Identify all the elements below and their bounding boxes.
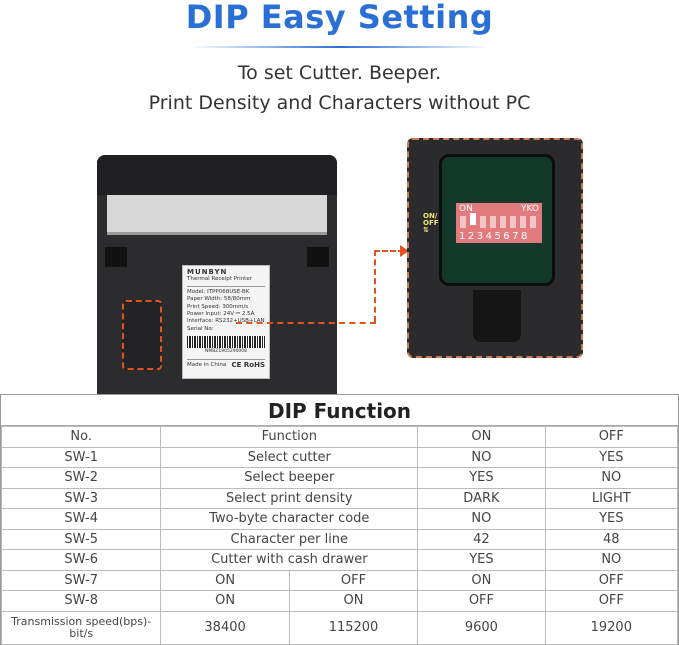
table-cell: NO [417, 508, 546, 530]
table-cell: Character per line [160, 528, 419, 550]
door-tab [473, 290, 521, 342]
switch-8 [530, 216, 536, 228]
page-title: DIP Easy Setting [185, 0, 494, 36]
connector-line [236, 322, 376, 324]
label-line: Interface: RS232+USB+LAN [187, 318, 265, 325]
table-cell: Select cutter [160, 446, 419, 468]
table-cell: YES [544, 446, 679, 468]
table-cell: 115200 [288, 610, 419, 645]
subtitle-line-2: Print Density and Characters without PC [148, 92, 531, 114]
table-cell: YES [544, 508, 679, 530]
connector-line [374, 250, 404, 252]
dip-on-label: ON [459, 204, 473, 214]
table-cell: YES [417, 549, 546, 571]
arrow-icon [400, 245, 409, 257]
label-serial: NMBZ1905290008 [204, 349, 248, 355]
table-header-row: No. Function ON OFF [0, 426, 679, 448]
table-cell: OFF [544, 590, 679, 612]
switch-1 [460, 216, 466, 228]
table-cell: YES [417, 467, 546, 489]
table-cell: 42 [417, 528, 546, 550]
switch-6 [510, 216, 516, 228]
table-cell: SW-6 [0, 549, 162, 571]
table-cell: 48 [544, 528, 679, 550]
table-cell: SW-3 [0, 487, 162, 509]
switch-5 [500, 216, 506, 228]
table-cell: OFF [288, 569, 419, 591]
label-made-in: Made in China [187, 361, 227, 368]
label-line: Power Input: 24V ⎓ 2.5A [187, 311, 255, 318]
table-cell: 38400 [160, 610, 290, 645]
table-cell: ON [288, 590, 419, 612]
label-marks: CE RoHS [231, 360, 265, 369]
table-cell: Two-byte character code [160, 508, 419, 530]
connector-line [374, 250, 376, 322]
barcode [187, 336, 265, 349]
table-cell: OFF [417, 590, 546, 612]
paper-slot [107, 195, 327, 235]
table-title: DIP Function [1, 395, 678, 426]
table-cell: NO [417, 446, 546, 468]
header-function: Function [160, 426, 419, 448]
label-line: Serial No: [187, 325, 214, 332]
printer-foot [105, 247, 127, 267]
switch-4 [490, 216, 496, 228]
table-cell: NO [544, 467, 679, 489]
printer-foot [307, 247, 329, 267]
table-cell: 19200 [544, 610, 679, 645]
on-off-label: ON/ OFF ⇅ [423, 212, 439, 234]
table-cell: ON [417, 569, 546, 591]
title-underline [190, 46, 490, 48]
switch-2 [470, 213, 476, 225]
table-cell: SW-8 [0, 590, 162, 612]
switch-7 [520, 216, 526, 228]
table-cell: Select beeper [160, 467, 419, 489]
dip-switch-closeup: ON YKO 12345678 ON/ OFF ⇅ [407, 138, 583, 358]
label-line: Paper Width: 58/80mm [187, 296, 251, 303]
dip-switch-door [122, 300, 162, 370]
printer-image: MUNBYN Thermal Receipt Printer Model: IT… [97, 155, 337, 395]
header-no: No. [0, 426, 162, 448]
header-on: ON [417, 426, 546, 448]
switch-3 [480, 216, 486, 228]
table-cell: Select print density [160, 487, 419, 509]
table-cell: Cutter with cash drawer [160, 549, 419, 571]
subtitle-line-1: To set Cutter. Beeper. [237, 62, 442, 84]
table-cell: DARK [417, 487, 546, 509]
table-cell: Transmission speed(bps)-bit/s [0, 610, 162, 645]
label-line: Print Speed: 300mm/s [187, 303, 249, 310]
label-brand: MUNBYN [187, 268, 228, 276]
dip-switch: ON YKO 12345678 [456, 203, 542, 243]
table-cell: SW-2 [0, 467, 162, 489]
printer-cover [97, 155, 337, 195]
table-cell: 9600 [417, 610, 546, 645]
dip-numbers: 12345678 [459, 231, 530, 242]
table-cell: SW-4 [0, 508, 162, 530]
circuit-board: ON YKO 12345678 [439, 154, 555, 286]
label-line: Model: ITPP068USE-BK [187, 288, 250, 295]
table-cell: OFF [544, 569, 679, 591]
dip-brand-code: YKO [521, 204, 539, 214]
header-off: OFF [544, 426, 679, 448]
table-cell: ON [160, 590, 290, 612]
table-cell: NO [544, 549, 679, 571]
table-cell: LIGHT [544, 487, 679, 509]
table-cell: SW-1 [0, 446, 162, 468]
table-cell: SW-7 [0, 569, 162, 591]
table-cell: ON [160, 569, 290, 591]
label-type: Thermal Receipt Printer [187, 276, 252, 283]
table-cell: SW-5 [0, 528, 162, 550]
